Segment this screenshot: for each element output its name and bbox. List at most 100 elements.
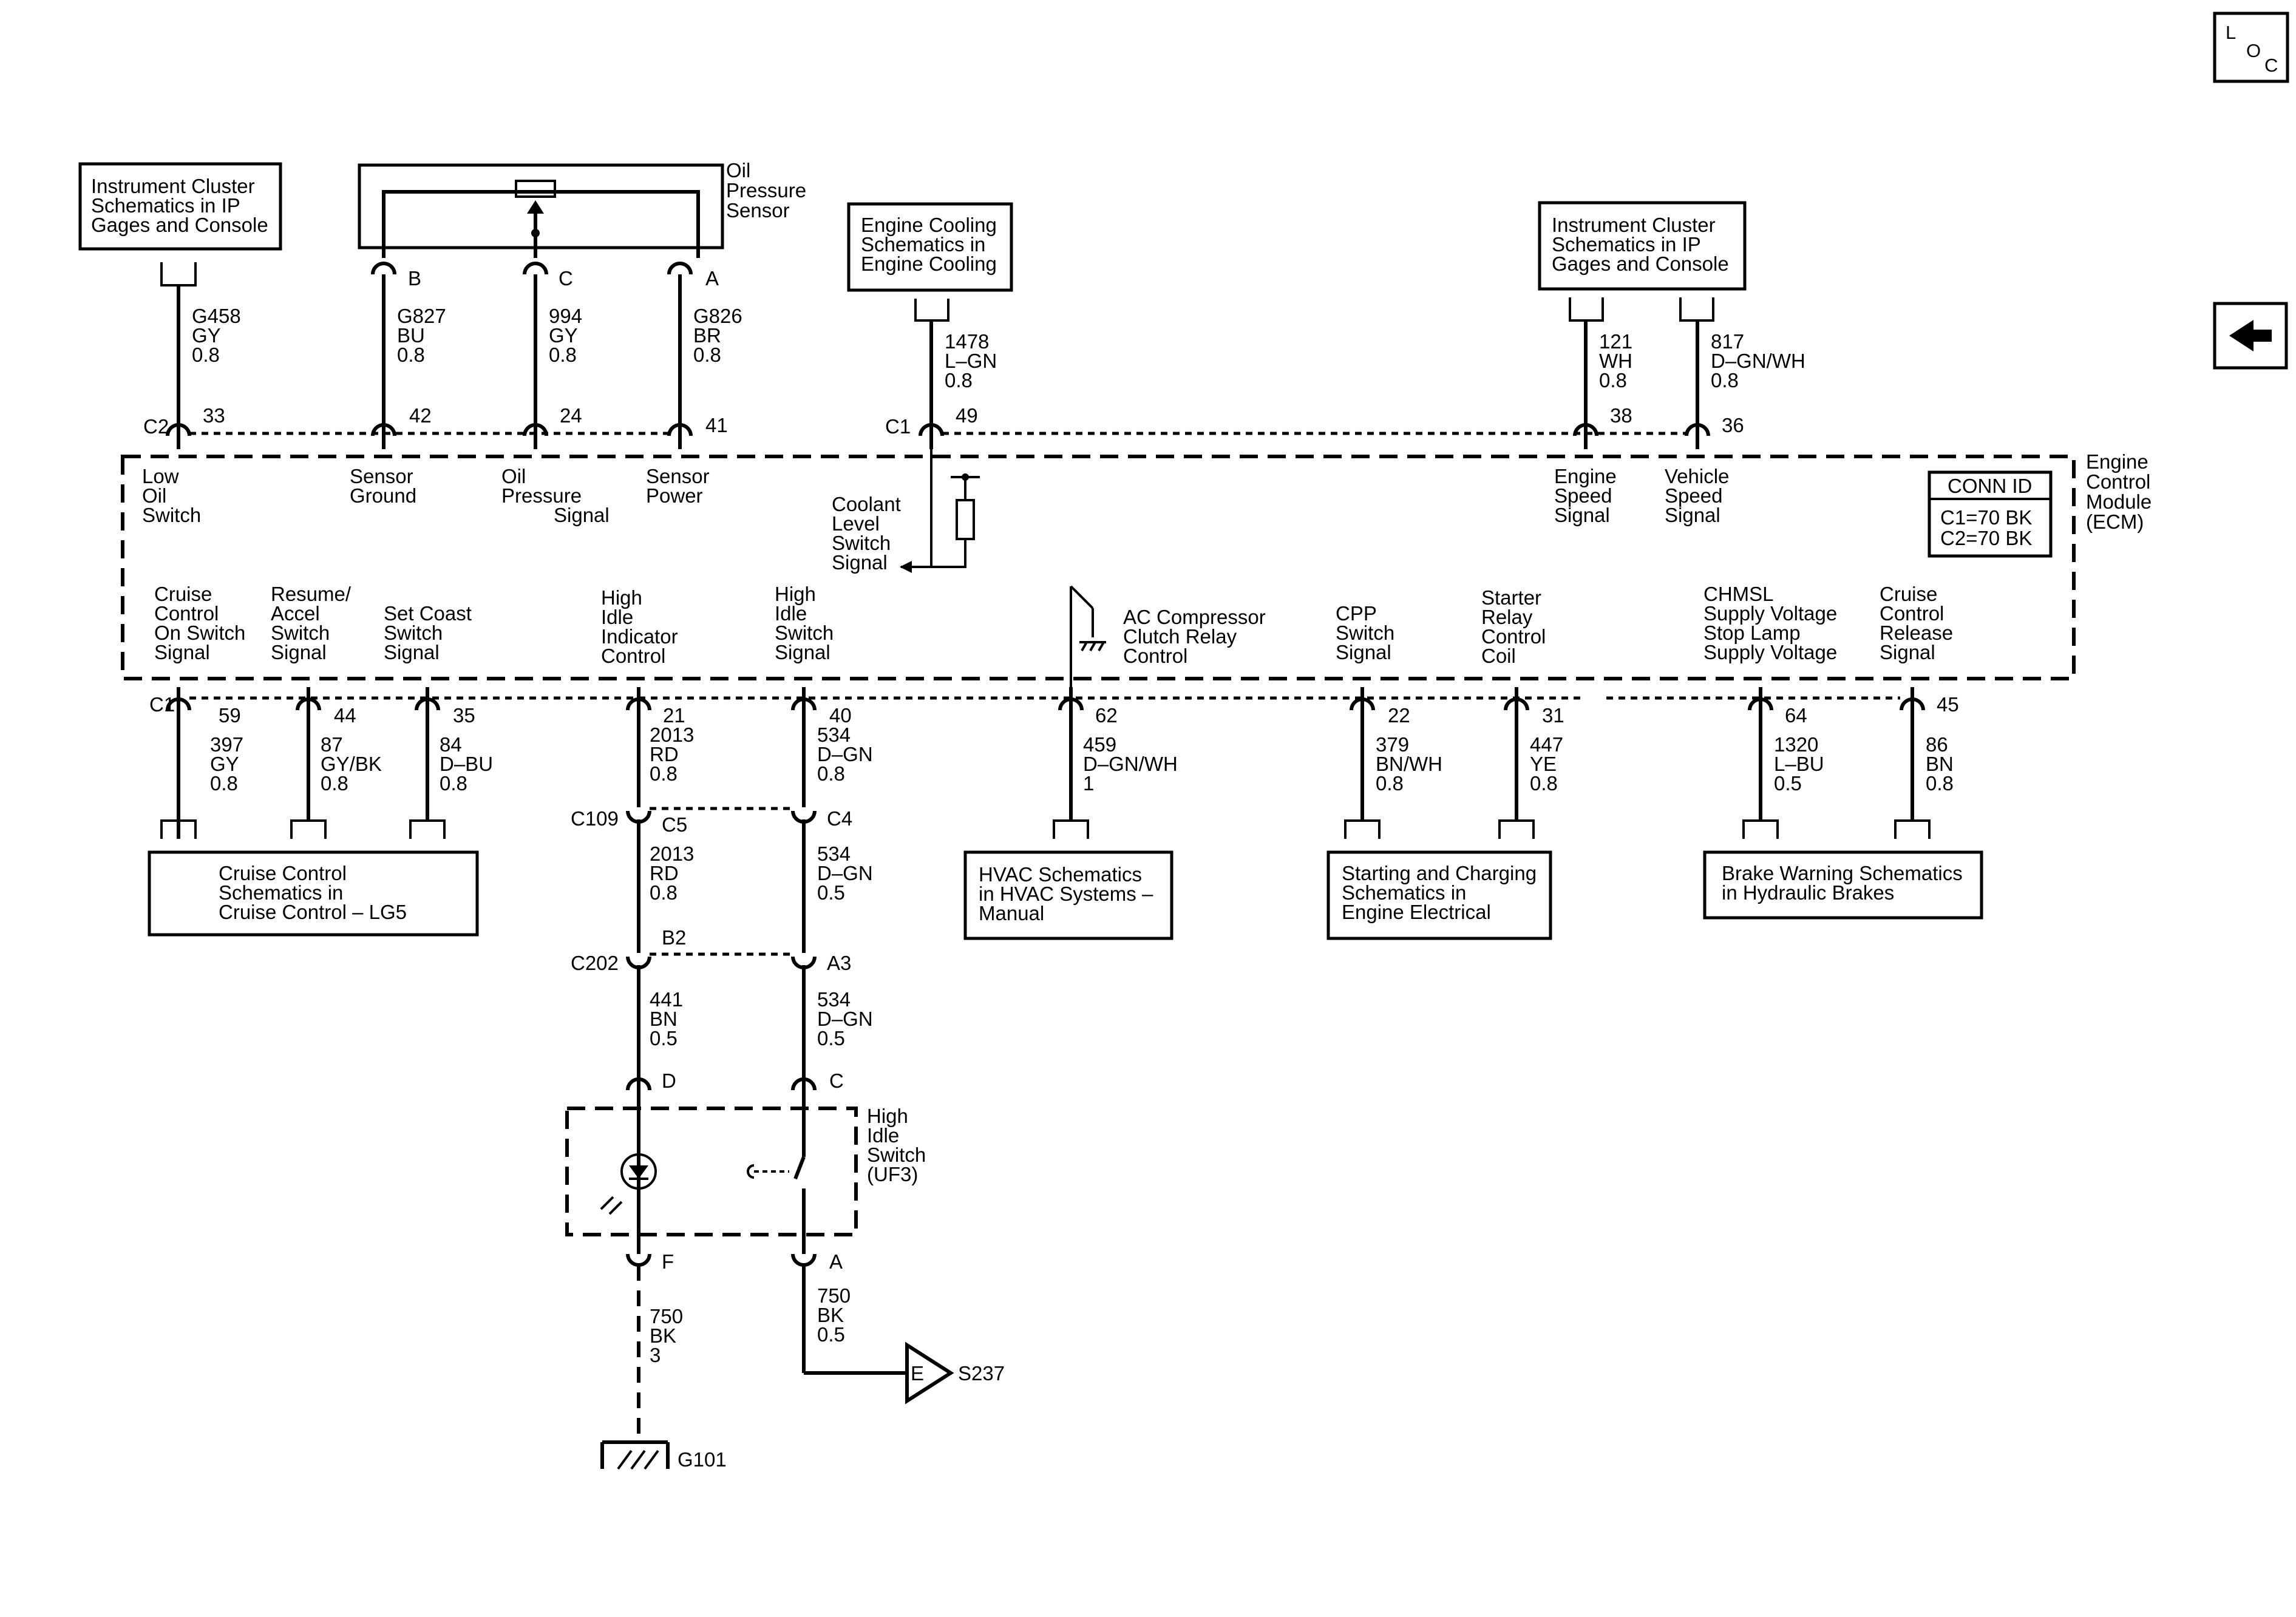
- svg-text:534: 534: [817, 724, 851, 746]
- instrument-cluster-ref-right[interactable]: Instrument Cluster Schematics in IP Gage…: [1538, 201, 1747, 291]
- svg-text:Ground: Ground: [350, 484, 416, 507]
- svg-text:B2: B2: [662, 926, 686, 949]
- left-arrow-icon[interactable]: [2213, 302, 2288, 370]
- svg-text:S237: S237: [958, 1362, 1005, 1385]
- svg-text:994: 994: [549, 305, 582, 327]
- inline-connector-c109: C109 C5 C4 2013 RD 0.8 534 D–GN 0.5: [571, 807, 873, 953]
- svg-text:36: 36: [1722, 414, 1744, 436]
- svg-text:GY/BK: GY/BK: [321, 753, 382, 775]
- svg-text:Switch: Switch: [867, 1144, 926, 1166]
- svg-text:750: 750: [650, 1305, 683, 1327]
- ground-label: G101: [678, 1448, 727, 1471]
- svg-text:L–GN: L–GN: [945, 350, 997, 372]
- svg-text:Control: Control: [1880, 602, 1944, 625]
- svg-text:D–GN/WH: D–GN/WH: [1711, 350, 1805, 372]
- svg-text:Idle: Idle: [775, 602, 807, 625]
- svg-text:0.8: 0.8: [440, 772, 467, 795]
- svg-text:Resume/: Resume/: [271, 583, 352, 605]
- svg-text:G458: G458: [192, 305, 241, 327]
- svg-text:High: High: [601, 586, 642, 609]
- svg-text:86: 86: [1926, 733, 1948, 756]
- svg-text:A3: A3: [827, 952, 851, 974]
- svg-text:42: 42: [409, 404, 432, 427]
- svg-text:0.8: 0.8: [1926, 772, 1954, 795]
- instrument-cluster-ref-left[interactable]: Instrument Cluster Schematics in IP Gage…: [78, 162, 282, 251]
- svg-text:C2: C2: [143, 415, 169, 438]
- svg-text:49: 49: [956, 404, 978, 427]
- svg-text:Cruise Control: Cruise Control: [219, 862, 347, 884]
- svg-text:Accel: Accel: [271, 602, 320, 625]
- svg-text:397: 397: [210, 733, 243, 756]
- svg-text:in Hydraulic Brakes: in Hydraulic Brakes: [1722, 881, 1894, 904]
- svg-text:CPP: CPP: [1336, 602, 1377, 625]
- svg-text:Speed: Speed: [1554, 484, 1612, 507]
- svg-text:40: 40: [829, 704, 852, 727]
- svg-text:Coil: Coil: [1481, 645, 1516, 667]
- svg-text:C: C: [829, 1070, 844, 1092]
- svg-text:0.8: 0.8: [549, 344, 577, 366]
- svg-text:Release: Release: [1880, 622, 1953, 644]
- svg-text:Stop Lamp: Stop Lamp: [1703, 622, 1801, 644]
- svg-text:21: 21: [663, 704, 685, 727]
- svg-text:0.8: 0.8: [817, 762, 845, 785]
- ecm-module: Engine Control Module (ECM): [121, 450, 2152, 680]
- svg-text:D–GN: D–GN: [817, 862, 873, 884]
- svg-text:Switch: Switch: [384, 622, 443, 644]
- svg-text:0.8: 0.8: [1711, 369, 1739, 392]
- svg-text:Indicator: Indicator: [601, 625, 678, 648]
- svg-text:84: 84: [440, 733, 462, 756]
- svg-text:Oil: Oil: [142, 484, 166, 507]
- cruise-control-ref[interactable]: Cruise Control Schematics in Cruise Cont…: [148, 850, 479, 937]
- bottom-connectors: C1 59 44 35 21 40 62 22 31 64 45: [149, 687, 1959, 839]
- svg-text:BN: BN: [1926, 753, 1954, 775]
- svg-text:Switch: Switch: [832, 532, 891, 554]
- svg-text:379: 379: [1376, 733, 1409, 756]
- svg-text:Manual: Manual: [979, 902, 1044, 924]
- splice-s237: E S237 750 BK 0.5: [802, 1265, 1005, 1405]
- svg-text:O: O: [2246, 40, 2261, 61]
- engine-cooling-ref[interactable]: Engine Cooling Schematics in Engine Cool…: [847, 202, 1013, 292]
- svg-text:Engine: Engine: [2086, 450, 2148, 473]
- svg-text:Signal: Signal: [775, 641, 830, 663]
- brake-warning-ref[interactable]: Brake Warning Schematics in Hydraulic Br…: [1703, 850, 1983, 920]
- svg-text:0.5: 0.5: [817, 1027, 845, 1049]
- svg-text:750: 750: [817, 1284, 851, 1307]
- svg-text:Engine: Engine: [1554, 465, 1617, 487]
- svg-text:0.8: 0.8: [397, 344, 425, 366]
- svg-text:RD: RD: [650, 862, 679, 884]
- svg-text:Signal: Signal: [384, 641, 440, 663]
- svg-text:(UF3): (UF3): [867, 1163, 918, 1185]
- svg-text:D–GN: D–GN: [817, 1008, 873, 1030]
- svg-text:HVAC Schematics: HVAC Schematics: [979, 863, 1142, 886]
- svg-text:Control: Control: [2086, 470, 2150, 493]
- svg-text:Cruise Control – LG5: Cruise Control – LG5: [219, 901, 407, 923]
- svg-text:L–BU: L–BU: [1774, 753, 1824, 775]
- bottom-wire-labels: 397 GY 0.8 87 GY/BK 0.8 84 D–BU 0.8 2013…: [210, 724, 1954, 795]
- svg-text:3: 3: [650, 1344, 661, 1366]
- loc-icon[interactable]: L O C: [2213, 12, 2289, 83]
- svg-text:Vehicle: Vehicle: [1665, 465, 1729, 487]
- svg-text:87: 87: [321, 733, 343, 756]
- svg-text:Switch: Switch: [1336, 622, 1394, 644]
- svg-text:Instrument Cluster: Instrument Cluster: [91, 175, 255, 197]
- svg-text:Low: Low: [142, 465, 179, 487]
- svg-text:A: A: [829, 1250, 843, 1273]
- svg-text:E: E: [911, 1362, 924, 1385]
- svg-text:D–GN: D–GN: [817, 743, 873, 765]
- svg-text:Oil: Oil: [501, 465, 526, 487]
- ac-relay-driver: [1070, 585, 1106, 692]
- svg-text:YE: YE: [1530, 753, 1557, 775]
- starting-charging-ref[interactable]: Starting and Charging Schematics in Engi…: [1326, 850, 1552, 940]
- svg-text:Engine Electrical: Engine Electrical: [1342, 901, 1491, 923]
- svg-text:BK: BK: [650, 1324, 676, 1347]
- svg-text:0.8: 0.8: [693, 344, 721, 366]
- svg-text:Control: Control: [1123, 645, 1187, 667]
- svg-text:L: L: [2226, 22, 2236, 43]
- svg-text:459: 459: [1083, 733, 1116, 756]
- svg-text:Signal: Signal: [1336, 641, 1391, 663]
- svg-text:A: A: [705, 267, 719, 290]
- svg-text:1478: 1478: [945, 330, 989, 353]
- svg-text:Instrument Cluster: Instrument Cluster: [1552, 214, 1716, 236]
- hvac-ref[interactable]: HVAC Schematics in HVAC Systems – Manual: [963, 850, 1173, 940]
